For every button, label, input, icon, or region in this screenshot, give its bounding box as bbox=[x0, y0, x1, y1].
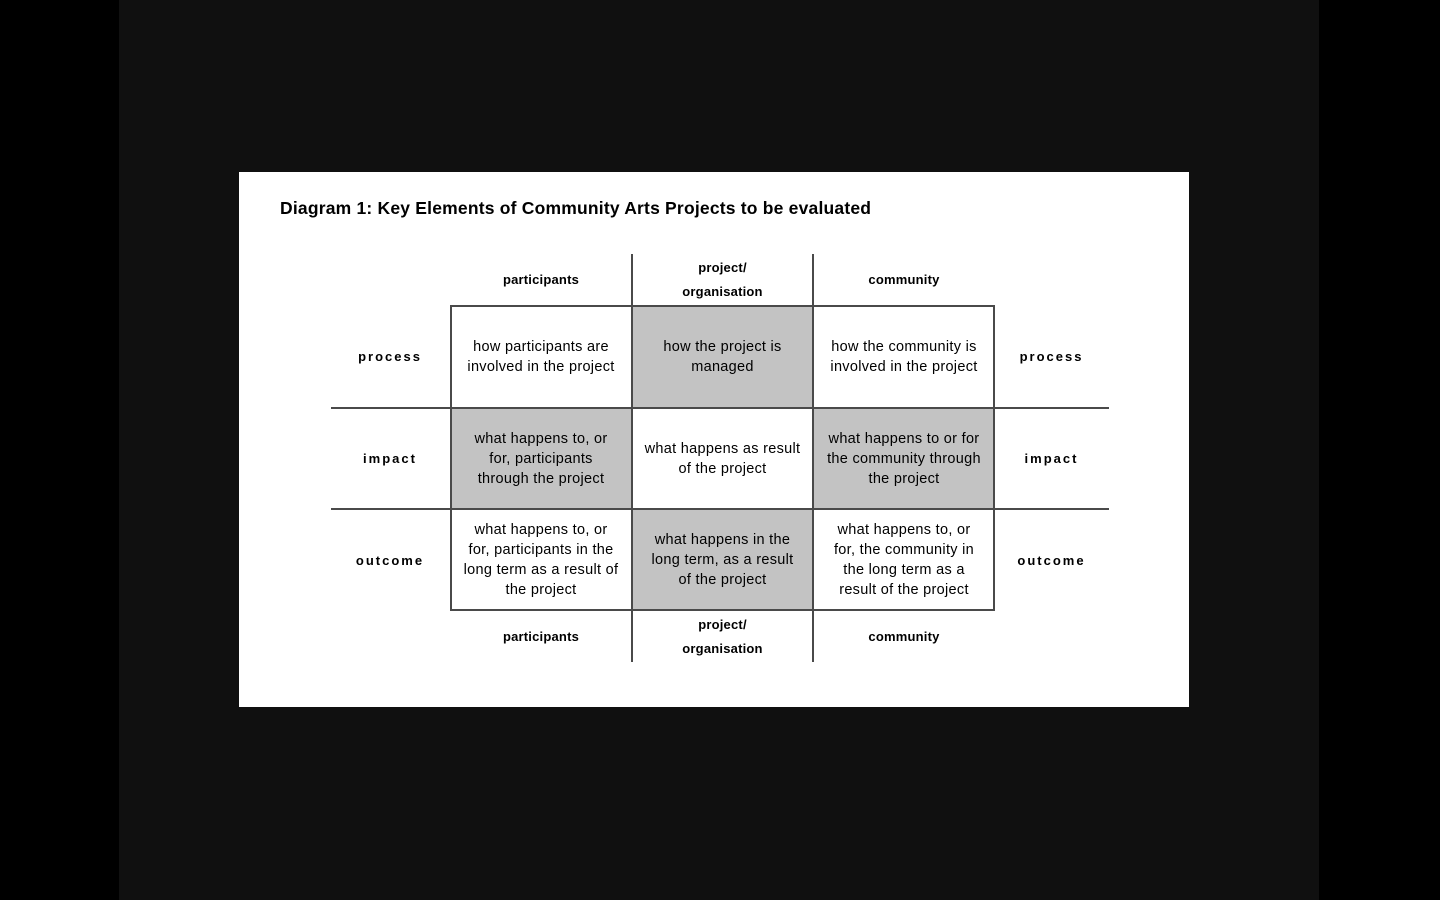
row-label-right-process: process bbox=[1019, 349, 1084, 364]
cell-text: what happens to, or for, the community i… bbox=[833, 522, 975, 598]
grid-line-vertical-1 bbox=[631, 254, 633, 662]
cell-impact-project-organisation: what happens as result of the project bbox=[632, 408, 813, 509]
cell-process-project-organisation: how the project is managed bbox=[632, 305, 813, 408]
cell-text: what happens to, or for, participants th… bbox=[474, 430, 608, 487]
cell-process-participants: how participants are involved in the pro… bbox=[450, 305, 632, 408]
grid-line-vertical-2 bbox=[812, 254, 814, 662]
cell-outcome-participants: what happens to, or for, participants in… bbox=[450, 509, 632, 611]
cell-text: what happens to, or for, participants in… bbox=[463, 522, 619, 598]
cell-text: what happens to or for the community thr… bbox=[827, 430, 981, 487]
row-label-left-process: process bbox=[358, 349, 422, 364]
cell-impact-participants: what happens to, or for, participants th… bbox=[450, 408, 632, 509]
cell-text: how participants are involved in the pro… bbox=[467, 338, 615, 375]
grid-line-horizontal-1 bbox=[331, 407, 1109, 409]
column-header-bottom-project-organisation: project/ organisation bbox=[682, 616, 763, 656]
row-label-right-outcome: outcome bbox=[1017, 552, 1086, 568]
column-header-top-participants: participants bbox=[502, 271, 580, 287]
cell-text: how the community is involved in the pro… bbox=[830, 338, 978, 375]
document-page: Diagram 1: Key Elements of Community Art… bbox=[239, 172, 1189, 707]
grid-line-horizontal-2 bbox=[331, 508, 1109, 510]
cell-text: what happens in the long term, as a resu… bbox=[651, 532, 794, 588]
table-border bbox=[450, 305, 995, 611]
diagram-title: Diagram 1: Key Elements of Community Art… bbox=[280, 198, 872, 218]
column-header-top-project-organisation: project/ organisation bbox=[682, 259, 763, 299]
row-label-right-impact: impact bbox=[1024, 451, 1079, 466]
row-label-left-impact: impact bbox=[363, 451, 417, 466]
column-header-top-community: community bbox=[868, 271, 940, 287]
cell-impact-community: what happens to or for the community thr… bbox=[813, 408, 995, 509]
cell-outcome-project-organisation: what happens in the long term, as a resu… bbox=[632, 509, 813, 611]
row-label-left-outcome: outcome bbox=[355, 552, 425, 568]
cell-process-community: how the community is involved in the pro… bbox=[813, 305, 995, 408]
cell-outcome-community: what happens to, or for, the community i… bbox=[813, 509, 995, 611]
cell-text: how the project is managed bbox=[663, 338, 782, 375]
cell-text: what happens as result of the project bbox=[644, 440, 801, 477]
column-header-bottom-community: community bbox=[868, 628, 940, 644]
column-header-bottom-participants: participants bbox=[502, 628, 580, 644]
